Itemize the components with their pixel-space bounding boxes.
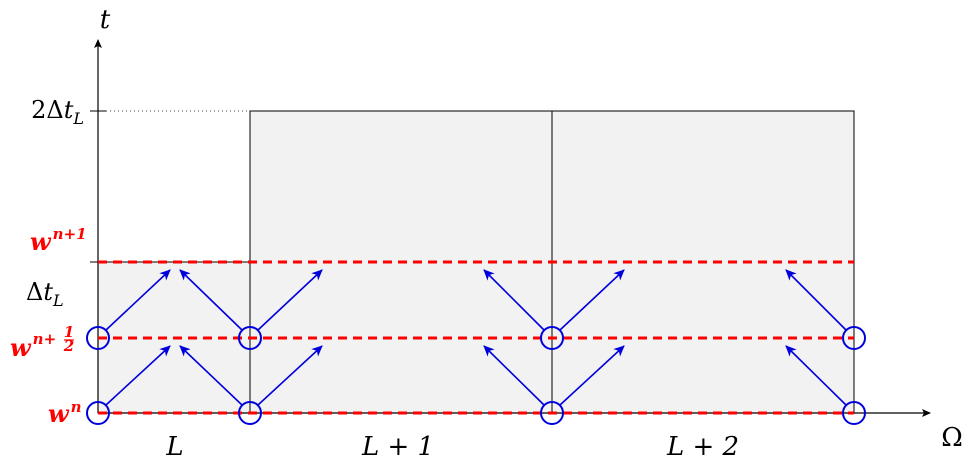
update-arrow bbox=[257, 345, 323, 406]
update-arrow bbox=[483, 345, 545, 406]
upper-tick-label: 2ΔtL bbox=[31, 96, 84, 128]
node-circle bbox=[540, 326, 564, 350]
space-axis-label: Ω bbox=[941, 423, 963, 453]
update-arrow bbox=[785, 269, 847, 331]
cell-label-L-plus-1: L + 1 bbox=[361, 432, 434, 462]
update-arrow bbox=[257, 269, 323, 331]
node-circle bbox=[540, 401, 564, 425]
state-label-half-numerator: 1 bbox=[64, 323, 74, 341]
node-circle bbox=[86, 401, 110, 425]
update-arrows bbox=[105, 269, 847, 406]
update-arrow bbox=[179, 269, 243, 331]
node-circle bbox=[86, 326, 110, 350]
time-levels bbox=[98, 260, 854, 415]
update-arrow bbox=[179, 345, 243, 406]
interface-nodes bbox=[86, 326, 866, 425]
cell-label-L-plus-2: L + 2 bbox=[666, 432, 739, 462]
update-arrow bbox=[483, 269, 545, 331]
cell-label-L: L bbox=[165, 432, 183, 462]
update-arrow bbox=[105, 269, 171, 331]
update-arrow bbox=[785, 345, 847, 406]
state-label-half-denominator: 2 bbox=[63, 337, 74, 355]
time-axis-label: t bbox=[100, 5, 111, 35]
node-circle bbox=[842, 326, 866, 350]
node-circle bbox=[238, 326, 262, 350]
update-arrow bbox=[559, 345, 625, 406]
lower-tick-label: ΔtL bbox=[26, 278, 64, 310]
node-circle bbox=[842, 401, 866, 425]
node-circle bbox=[238, 401, 262, 425]
update-arrow bbox=[105, 345, 171, 406]
update-arrow bbox=[559, 269, 625, 331]
